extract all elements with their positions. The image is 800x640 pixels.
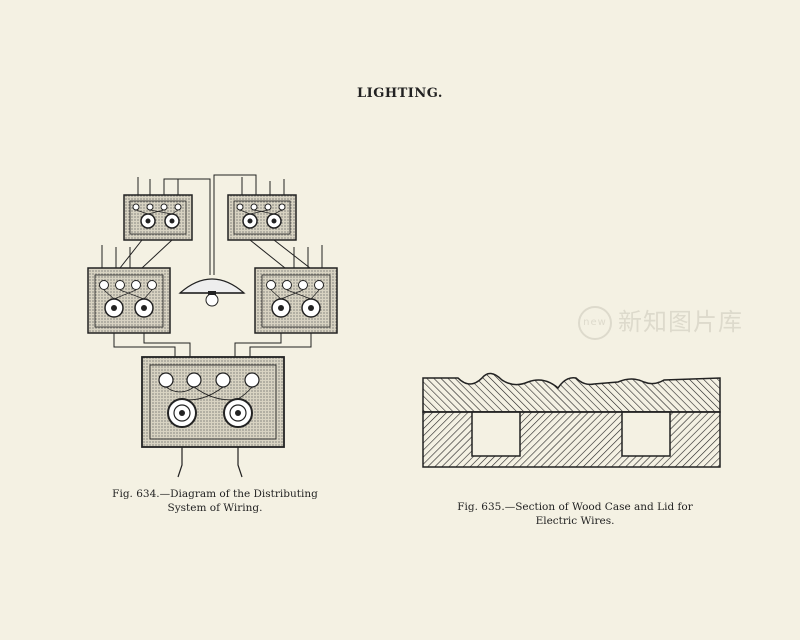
wood-case-section [422, 372, 721, 468]
pendant-lamp [178, 278, 246, 307]
left-wire-groove [471, 411, 521, 457]
figure-634-caption-line2: System of Wiring. [167, 502, 263, 514]
figure-635-caption-line2: Electric Wires. [535, 515, 615, 527]
case-body [422, 411, 721, 468]
figure-635-caption-line1: —Section of Wood Case and Lid for [504, 501, 693, 513]
top-left-fuse-board [123, 177, 193, 241]
watermark-text: 新知图片库 [618, 308, 743, 336]
main-distribution-board [141, 356, 285, 448]
right-wire-groove [621, 411, 671, 457]
figure-634-caption: Fig. 634.—Diagram of the Distributing Sy… [90, 487, 340, 515]
middle-left-fuse-board [87, 245, 171, 334]
figure-635-caption: Fig. 635.—Section of Wood Case and Lid f… [440, 500, 710, 528]
page-title: LIGHTING. [357, 86, 443, 101]
top-right-fuse-board [227, 177, 297, 241]
figure-635-number: Fig. 635. [457, 501, 505, 513]
case-lid [422, 372, 721, 413]
figure-634-number: Fig. 634. [112, 488, 160, 500]
figure-634-caption-line1: —Diagram of the Distributing [159, 488, 318, 500]
wiring-diagram [87, 174, 338, 478]
watermark-logo-icon: new [578, 306, 612, 340]
middle-right-fuse-board [254, 245, 338, 334]
